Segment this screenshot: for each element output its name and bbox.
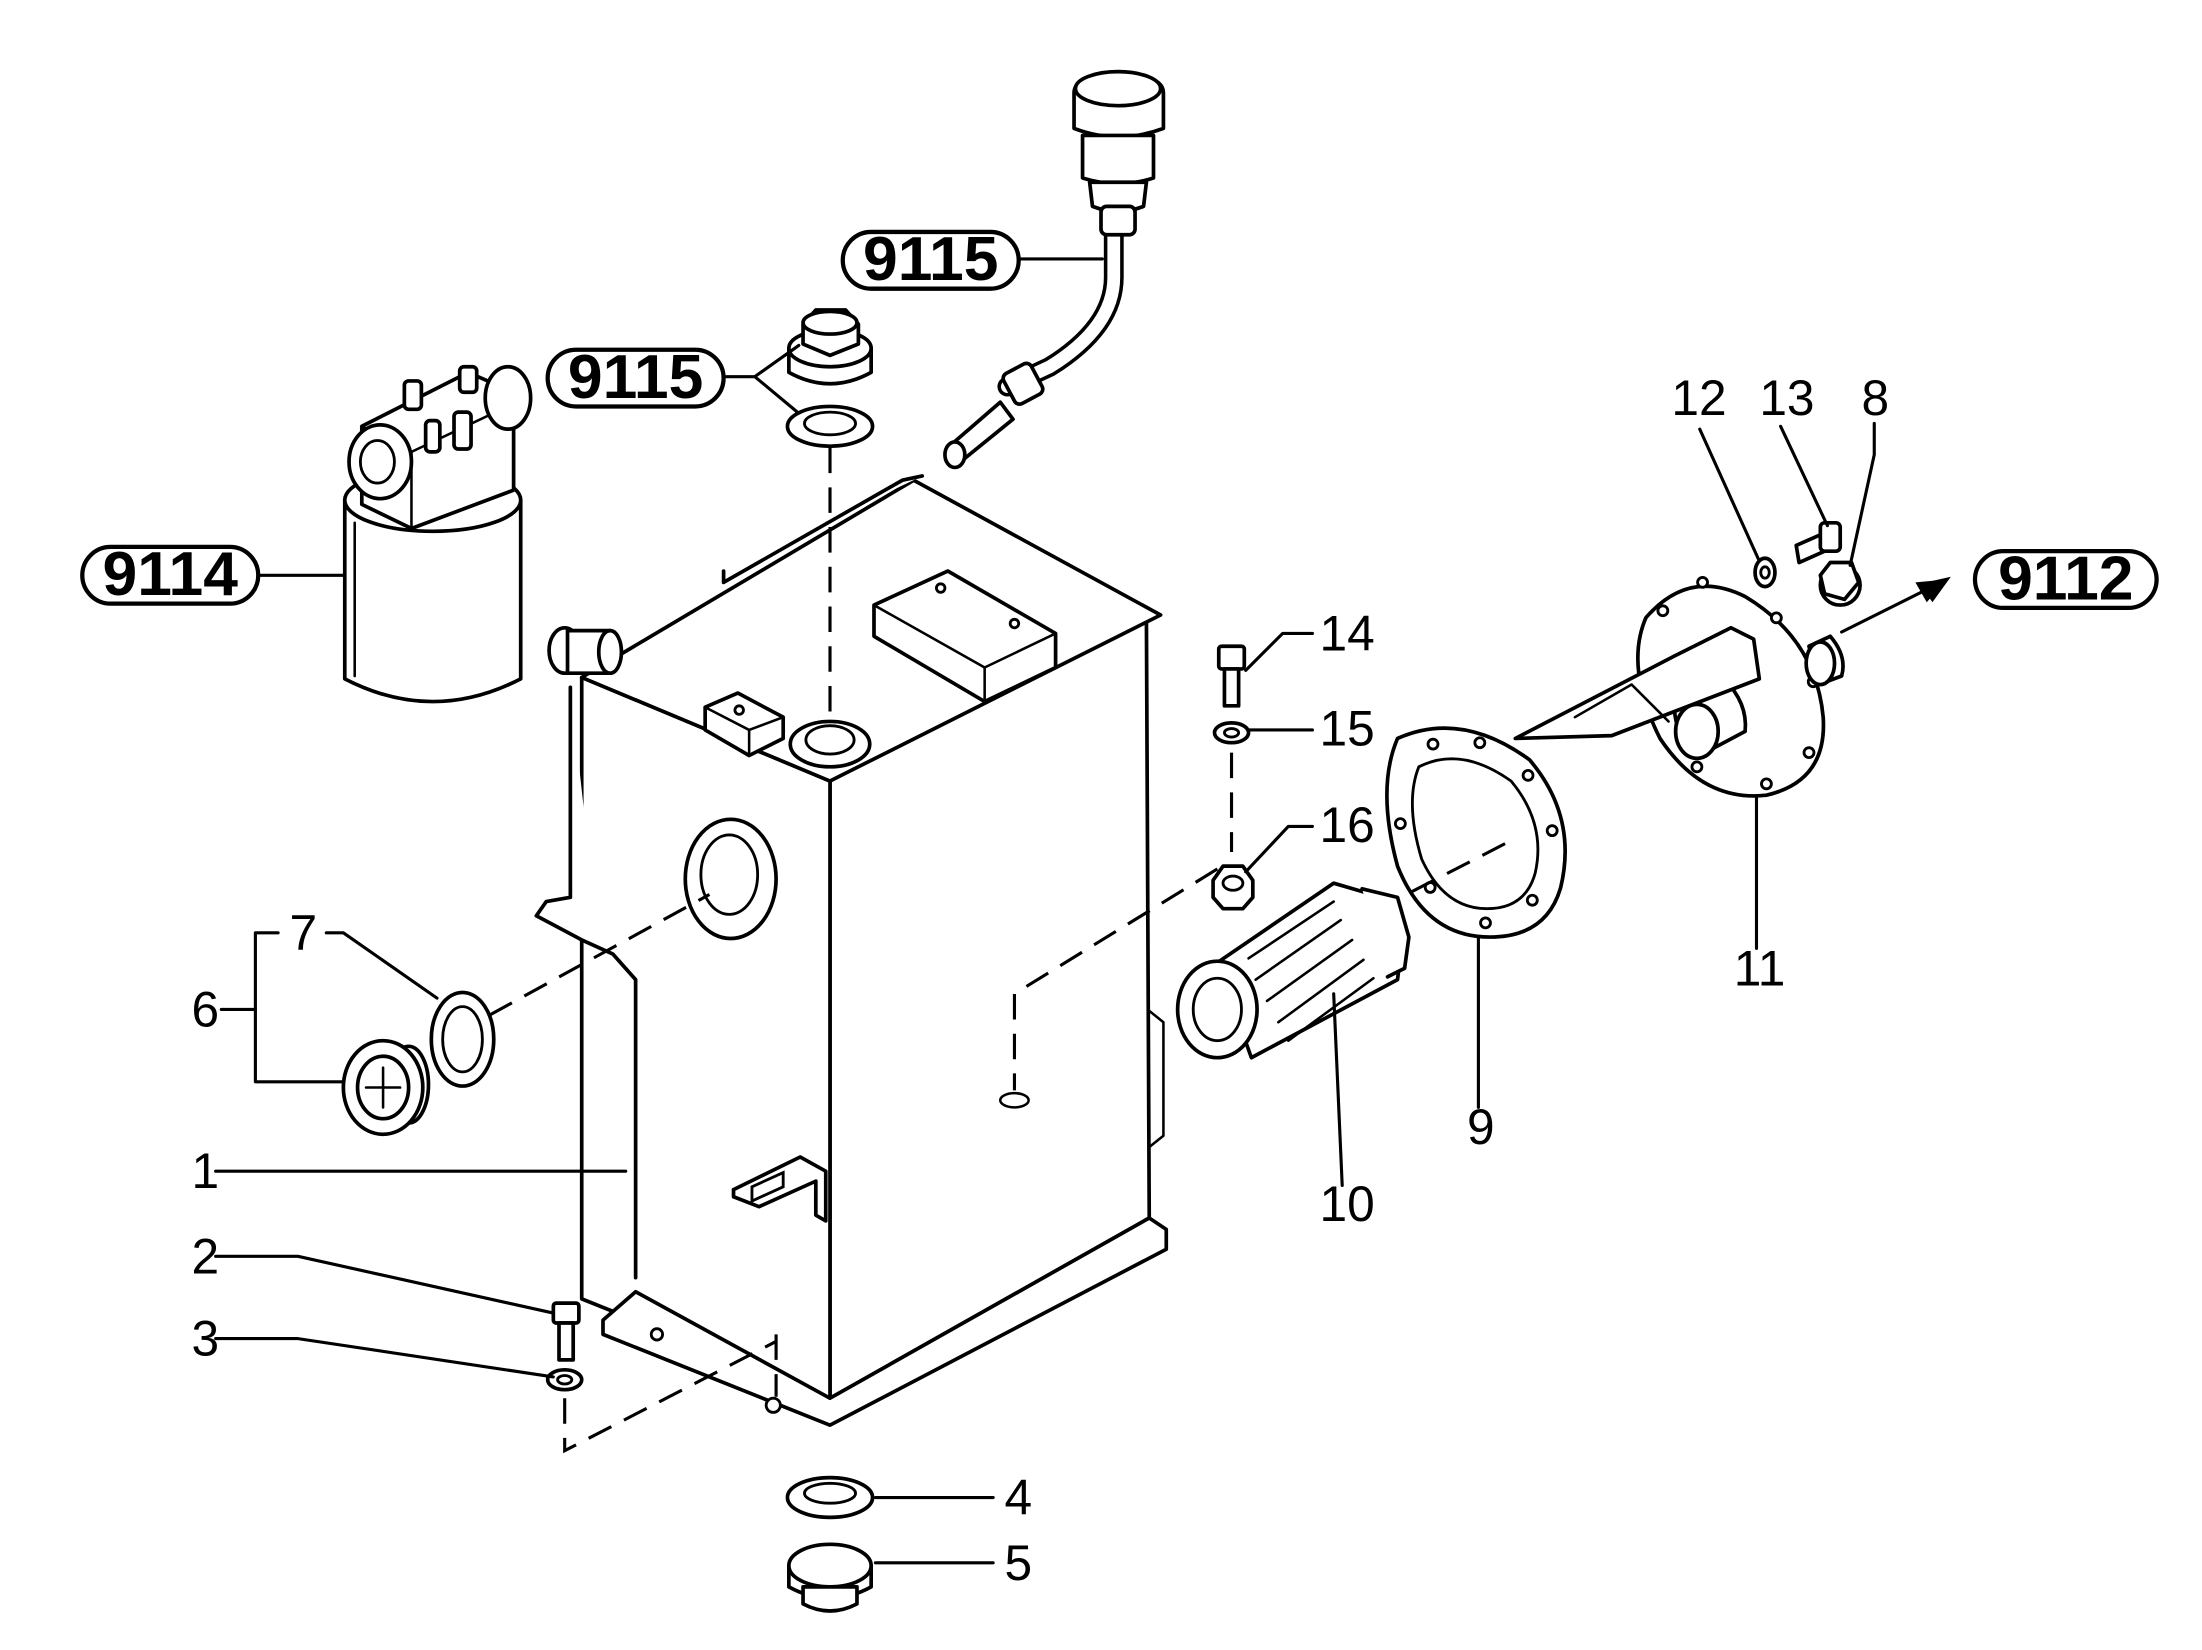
part-number-1: 1	[192, 1143, 220, 1199]
part-number-2: 2	[192, 1228, 220, 1284]
sight-glass	[341, 990, 496, 1137]
gasket	[1385, 726, 1567, 939]
part-number-6: 6	[192, 981, 220, 1037]
part-number-8: 8	[1861, 370, 1889, 426]
assembly-lines	[488, 447, 1512, 1454]
suction-flange	[1513, 575, 1845, 798]
part-number-3: 3	[192, 1311, 220, 1367]
ref-9112-label: 9112	[1998, 543, 2133, 613]
ref-9115-top-label: 9115	[863, 224, 998, 294]
ref-9115-mid-label: 9115	[568, 342, 703, 412]
oil-tank	[534, 474, 1169, 1428]
part-number-14: 14	[1319, 605, 1374, 661]
part-number-12: 12	[1671, 370, 1726, 426]
ref-pill-9112: 9112	[1972, 543, 2159, 613]
part-number-15: 15	[1319, 701, 1374, 757]
part-number-16: 16	[1319, 797, 1374, 853]
ref-9114-label: 9114	[103, 539, 239, 609]
ref-pill-9114: 9114	[80, 539, 261, 609]
part-number-11: 11	[1734, 940, 1786, 996]
ref-pill-9115-top: 9115	[840, 224, 1021, 294]
part-number-7: 7	[289, 905, 317, 961]
part-number-5: 5	[1005, 1535, 1033, 1591]
suction-strainer	[1175, 881, 1411, 1060]
part-number-13: 13	[1759, 370, 1814, 426]
breather-hose	[943, 69, 1166, 470]
part-numbers: 1 2 3 4 5 6 7 8 9 10 11 12 13 14 15 16	[192, 370, 1890, 1591]
drain-plug	[785, 1475, 875, 1613]
leader-lines	[214, 257, 1951, 1565]
part-number-10: 10	[1319, 1176, 1374, 1232]
filler-plug	[785, 308, 875, 449]
flange-hardware	[1211, 520, 1862, 911]
part-number-9: 9	[1467, 1099, 1495, 1155]
part-number-4: 4	[1005, 1470, 1033, 1526]
oil-filter	[342, 364, 533, 704]
ref-pill-9115-mid: 9115	[545, 342, 726, 412]
